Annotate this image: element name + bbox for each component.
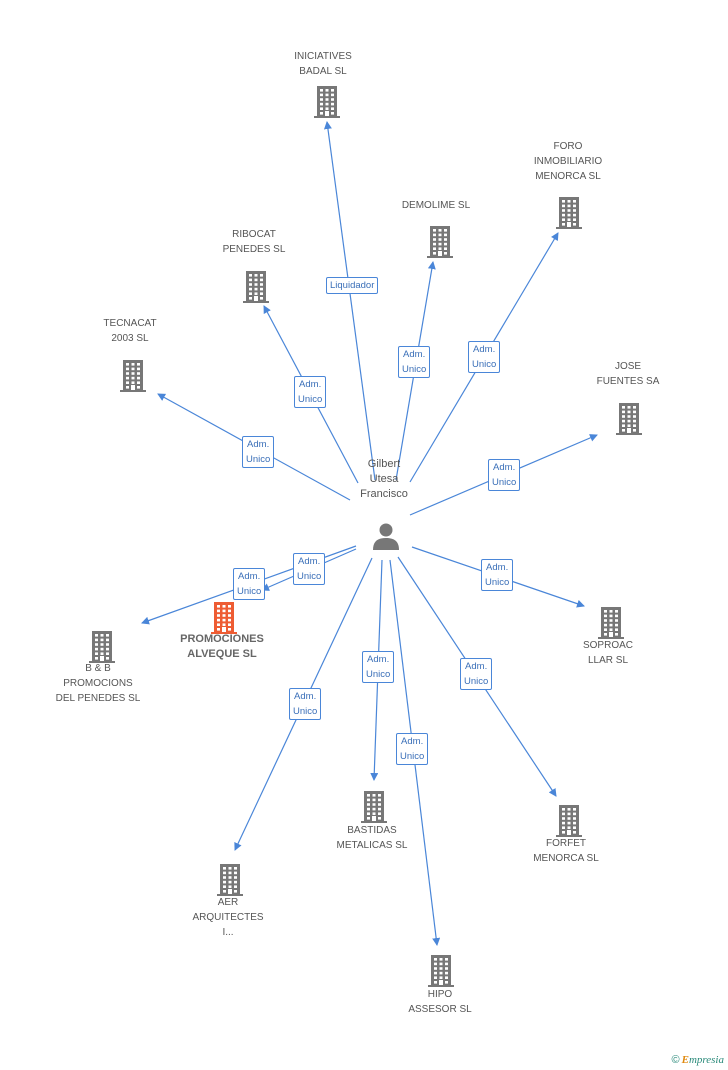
empresia-logo: ©Empresia (672, 1054, 725, 1066)
brand-initial: E (681, 1054, 689, 1066)
company-label-jose[interactable]: JOSE FUENTES SA (596, 361, 660, 387)
building-icon[interactable] (119, 358, 147, 392)
relation-edge-iniciatives (323, 121, 376, 481)
relation-label-bb[interactable]: Adm. Unico (233, 568, 266, 600)
building-icon[interactable] (88, 629, 116, 663)
relation-label-tecnacat[interactable]: Adm. Unico (242, 436, 275, 468)
company-label-promociones[interactable]: PROMOCIONES ALVEQUE SL (180, 633, 264, 660)
relation-label-hipo[interactable]: Adm. Unico (396, 733, 429, 765)
relation-label-foro[interactable]: Adm. Unico (468, 341, 501, 373)
building-icon[interactable] (426, 224, 454, 258)
relation-label-promociones[interactable]: Adm. Unico (293, 553, 326, 585)
building-icon[interactable] (555, 803, 583, 837)
building-icon[interactable] (427, 953, 455, 987)
company-label-foro[interactable]: FORO INMOBILIARIO MENORCA SL (533, 141, 603, 182)
person-icon[interactable] (372, 521, 400, 556)
copyright-symbol: © (671, 1054, 680, 1066)
building-icon[interactable] (555, 195, 583, 229)
building-icon[interactable] (242, 269, 270, 303)
building-icon[interactable] (313, 84, 341, 118)
relation-label-soproac[interactable]: Adm. Unico (481, 559, 514, 591)
brand-name: mpresia (688, 1054, 724, 1066)
company-label-ribocat[interactable]: RIBOCAT PENEDES SL (222, 229, 286, 255)
company-label-demolime[interactable]: DEMOLIME SL (401, 200, 471, 211)
company-label-aer[interactable]: AER ARQUITECTES I... (192, 897, 264, 938)
company-label-iniciatives[interactable]: INICIATIVES BADAL SL (294, 51, 352, 77)
relation-label-iniciatives[interactable]: Liquidador (326, 276, 379, 294)
company-label-soproac[interactable]: SOPROAC LLAR SL (582, 640, 633, 666)
building-icon[interactable] (360, 789, 388, 823)
building-icon[interactable] (597, 605, 625, 639)
relation-label-aer[interactable]: Adm. Unico (289, 688, 322, 720)
person-name-label[interactable]: Gilbert Utesa Francisco (360, 458, 408, 500)
company-label-bastidas[interactable]: BASTIDAS METALICAS SL (336, 825, 408, 851)
relation-label-ribocat[interactable]: Adm. Unico (294, 376, 327, 408)
building-icon[interactable] (615, 401, 643, 435)
relation-label-jose[interactable]: Adm. Unico (488, 459, 521, 491)
company-label-hipo[interactable]: HIPO ASSESOR SL (408, 989, 472, 1015)
company-label-bb[interactable]: B & B PROMOCIONS DEL PENEDES SL (55, 663, 141, 704)
relation-label-forfet[interactable]: Adm. Unico (460, 658, 493, 690)
company-label-tecnacat[interactable]: TECNACAT 2003 SL (103, 318, 157, 344)
relation-label-bastidas[interactable]: Adm. Unico (362, 651, 395, 683)
building-icon[interactable] (216, 862, 244, 896)
building-icon[interactable] (210, 600, 238, 634)
company-label-forfet[interactable]: FORFET MENORCA SL (533, 838, 599, 864)
relation-label-demolime[interactable]: Adm. Unico (398, 346, 431, 378)
